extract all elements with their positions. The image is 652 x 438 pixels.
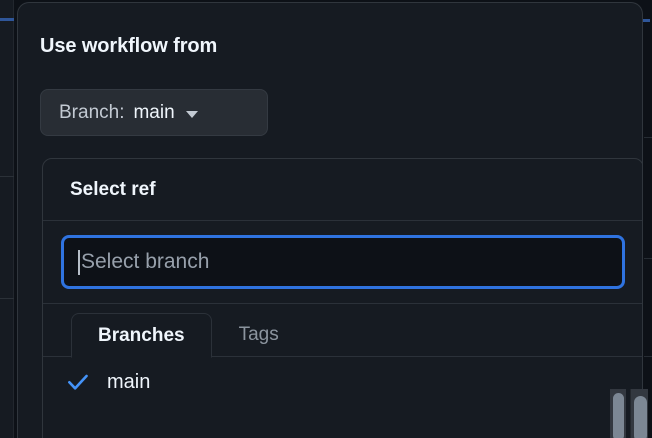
page-scrollbar[interactable] [630,389,648,438]
ref-search-input[interactable]: Select branch [61,235,625,289]
select-ref-dropdown: Select ref Select branch Branches Tags [42,158,642,438]
tabs-underline [43,356,642,357]
background-accent-line-left [0,18,14,21]
list-scrollbar-thumb[interactable] [613,393,624,438]
tab-branches-label: Branches [98,324,185,346]
background-divider-right-1 [644,137,652,138]
background-divider-left-2 [0,298,14,299]
background-divider-right-3 [644,356,652,357]
tab-tags[interactable]: Tags [212,312,306,357]
tab-tags-label: Tags [238,324,279,345]
background-left-strip [0,0,14,438]
check-icon [68,374,88,390]
branch-button-prefix-label: Branch: [59,101,125,123]
workflow-dispatch-panel: Use workflow from Branch: main Select re… [17,2,643,438]
select-ref-header: Select ref [43,159,642,221]
select-ref-title: Select ref [70,178,156,200]
background-accent-line-right [638,19,650,22]
background-divider-left-1 [0,176,14,177]
ref-search-placeholder: Select branch [81,250,210,273]
list-item-label: main [107,370,151,393]
background-right-strip [644,0,652,438]
page-scrollbar-thumb[interactable] [634,396,647,438]
background-divider-right-2 [644,258,652,259]
text-cursor [78,249,80,275]
list-scrollbar[interactable] [610,389,626,438]
select-ref-filter-row: Select branch [43,221,642,304]
ref-type-tabs: Branches Tags [43,304,642,358]
branch-select-button[interactable]: Branch: main [40,89,268,136]
tab-branches[interactable]: Branches [71,313,212,358]
branch-list: main [43,357,642,403]
page-title: Use workflow from [40,35,218,57]
chevron-down-icon [185,110,198,118]
branch-button-value-label: main [133,101,175,123]
list-item[interactable]: main [43,361,642,403]
